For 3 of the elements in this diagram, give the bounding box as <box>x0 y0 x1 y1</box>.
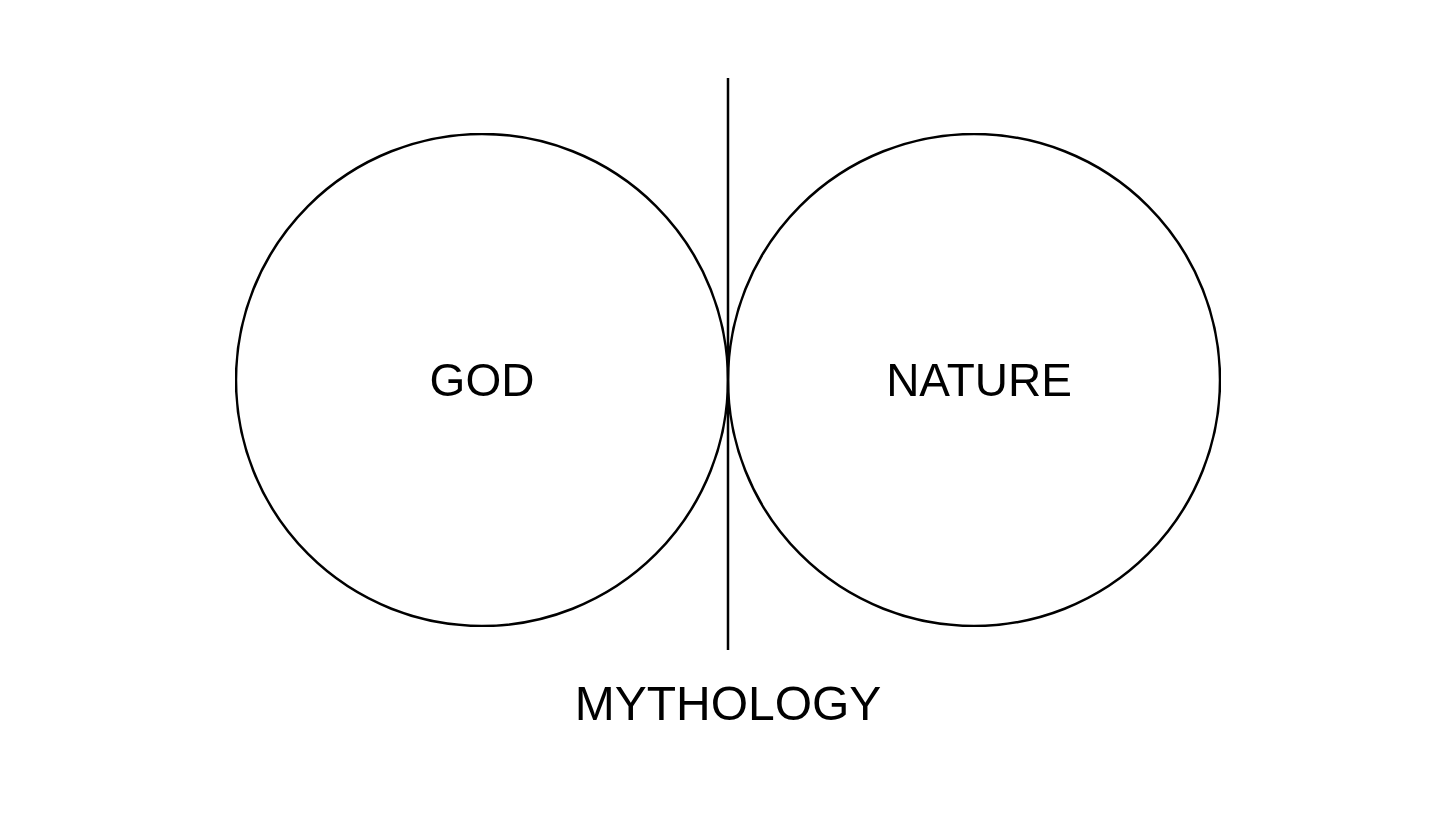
axis-label: MYTHOLOGY <box>574 676 882 731</box>
circle-label: GOD <box>428 353 536 407</box>
circle-label: NATURE <box>885 353 1073 407</box>
